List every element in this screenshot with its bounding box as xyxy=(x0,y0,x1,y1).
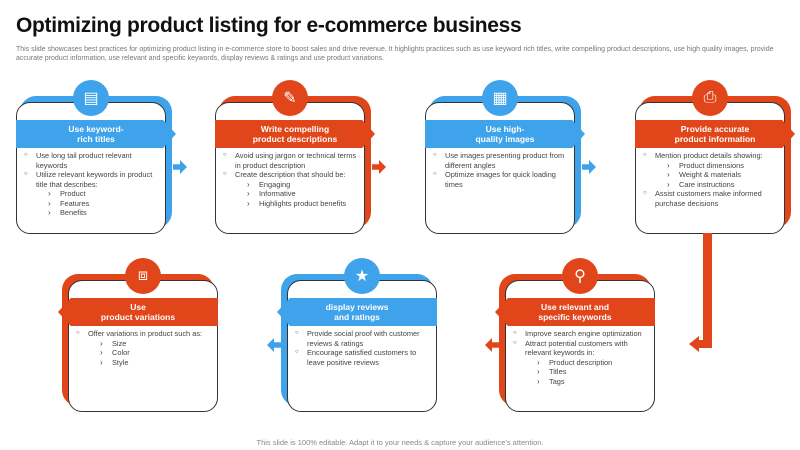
list-item: Encourage satisfied customers to leave p… xyxy=(295,348,433,367)
sub-list-item: Engaging xyxy=(223,180,361,190)
list-item: Create description that should be: xyxy=(223,170,361,180)
list-item: Offer variations in product such as: xyxy=(76,329,214,339)
step-card: ⎙ Provide accurate product information M… xyxy=(635,80,795,234)
arrow-right-icon xyxy=(372,160,386,174)
card-title-line: display reviews xyxy=(325,302,389,312)
card-title-banner: display reviews and ratings xyxy=(277,298,437,326)
sub-list-item: Titles xyxy=(513,367,651,377)
card-title-line: rich titles xyxy=(77,134,115,144)
page-icon: ✎ xyxy=(272,80,308,116)
box-icon: ⧈ xyxy=(125,258,161,294)
list-item: Utilize relevant keywords in product tit… xyxy=(24,170,162,189)
search-icon: ⚲ xyxy=(562,258,598,294)
printer-icon: ⎙ xyxy=(692,80,728,116)
step-card: ✎ Write compelling product descriptions … xyxy=(215,80,375,234)
sub-list-item: Weight & materials xyxy=(643,170,781,180)
list-item: Use long tail product relevant keywords xyxy=(24,151,162,170)
sub-list-item: Tags xyxy=(513,377,651,387)
sub-list-item: Product description xyxy=(513,358,651,368)
card-bullets: Avoid using jargon or technical terms in… xyxy=(223,151,361,208)
arrow-right-icon xyxy=(582,160,596,174)
arrow-left-icon xyxy=(267,338,281,352)
card-title-line: and ratings xyxy=(334,312,380,322)
document-icon: ▤ xyxy=(73,80,109,116)
step-card: ⚲ Use relevant and specific keywords Imp… xyxy=(495,258,655,412)
card-title-line: quality images xyxy=(475,134,535,144)
list-item: Provide social proof with customer revie… xyxy=(295,329,433,348)
list-item: Attract potential customers with relevan… xyxy=(513,339,651,358)
sub-list-item: Informative xyxy=(223,189,361,199)
card-bullets: Mention product details showing:Product … xyxy=(643,151,781,208)
card-title-line: product variations xyxy=(100,312,176,322)
list-item: Improve search engine optimization xyxy=(513,329,651,339)
thumbs-up-stars-icon: ★ xyxy=(344,258,380,294)
sub-list-item: Care instructions xyxy=(643,180,781,190)
sub-list-item: Highlights product benefits xyxy=(223,199,361,209)
arrow-left-icon xyxy=(689,336,699,352)
list-item: Optimize images for quick loading times xyxy=(433,170,571,189)
sub-list-item: Features xyxy=(24,199,162,209)
card-bullets: Provide social proof with customer revie… xyxy=(295,329,433,367)
card-title-banner: Write compelling product descriptions xyxy=(215,120,375,148)
step-card: ▤ Use keyword- rich titles Use long tail… xyxy=(16,80,176,234)
sub-list-item: Product dimensions xyxy=(643,161,781,171)
card-bullets: Use long tail product relevant keywordsU… xyxy=(24,151,162,218)
card-title-line: Provide accurate xyxy=(680,124,750,134)
list-item: Use images presenting product from diffe… xyxy=(433,151,571,170)
sub-list-item: Product xyxy=(24,189,162,199)
list-item: Mention product details showing: xyxy=(643,151,781,161)
page-title: Optimizing product listing for e-commerc… xyxy=(16,14,522,37)
card-title-banner: Use high- quality images xyxy=(425,120,585,148)
card-title-line: Use xyxy=(130,302,146,312)
card-title-line: Use keyword- xyxy=(68,124,124,134)
arrow-left-icon xyxy=(485,338,499,352)
card-title-line: Use high- xyxy=(485,124,525,134)
card-title-banner: Use relevant and specific keywords xyxy=(495,298,655,326)
step-card: ⧈ Use product variations Offer variation… xyxy=(58,258,218,412)
sub-list-item: Style xyxy=(76,358,214,368)
connector-line xyxy=(703,233,712,347)
step-card: ▦ Use high- quality images Use images pr… xyxy=(425,80,585,234)
card-title-line: Write compelling xyxy=(260,124,330,134)
sub-list-item: Color xyxy=(76,348,214,358)
card-title-banner: Provide accurate product information xyxy=(635,120,795,148)
step-card: ★ display reviews and ratings Provide so… xyxy=(277,258,437,412)
list-item: Assist customers make informed purchase … xyxy=(643,189,781,208)
sub-list-item: Size xyxy=(76,339,214,349)
card-bullets: Offer variations in product such as:Size… xyxy=(76,329,214,367)
card-title-banner: Use product variations xyxy=(58,298,218,326)
connector-line xyxy=(697,340,712,348)
page-subtitle: This slide showcases best practices for … xyxy=(16,46,774,62)
card-title-line: Use relevant and xyxy=(540,302,610,312)
card-bullets: Improve search engine optimizationAttrac… xyxy=(513,329,651,386)
card-title-banner: Use keyword- rich titles xyxy=(16,120,176,148)
image-icon: ▦ xyxy=(482,80,518,116)
list-item: Avoid using jargon or technical terms in… xyxy=(223,151,361,170)
footer-note: This slide is 100% editable. Adapt it to… xyxy=(256,438,544,447)
sub-list-item: Benefits xyxy=(24,208,162,218)
card-title-line: product information xyxy=(674,134,756,144)
card-title-line: specific keywords xyxy=(538,312,612,322)
card-bullets: Use images presenting product from diffe… xyxy=(433,151,571,189)
arrow-right-icon xyxy=(173,160,187,174)
card-title-line: product descriptions xyxy=(252,134,338,144)
